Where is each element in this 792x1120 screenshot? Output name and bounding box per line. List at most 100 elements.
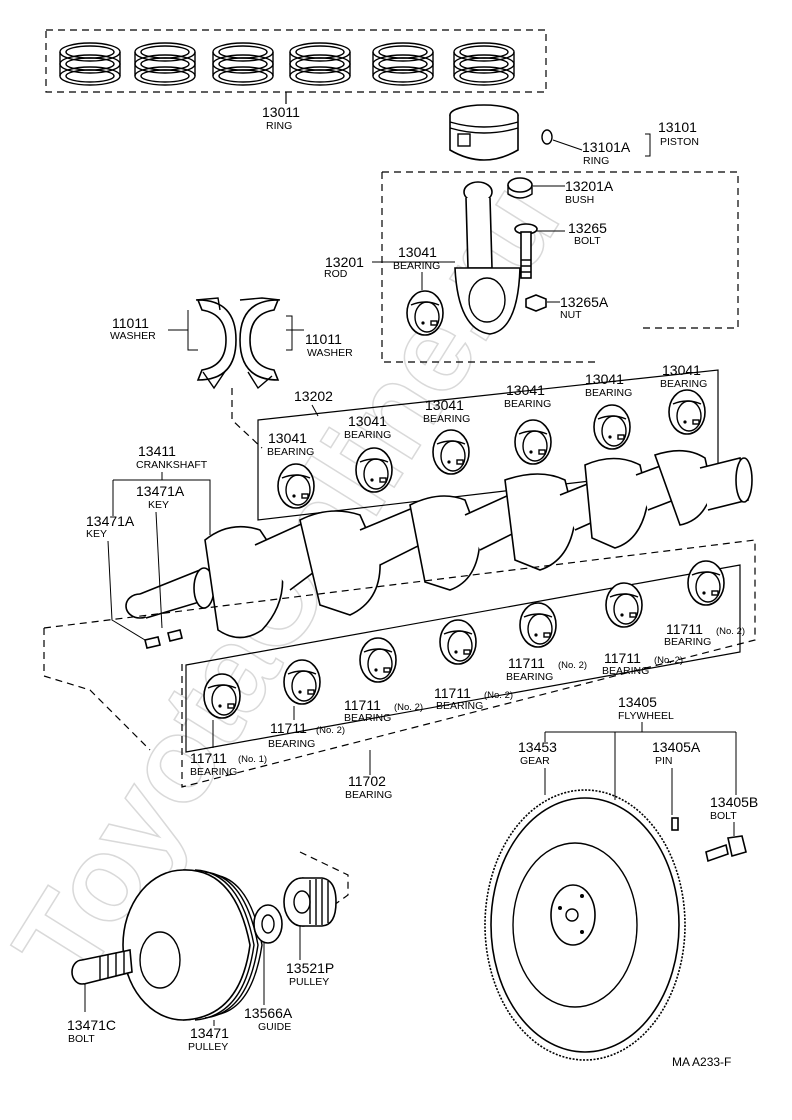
rod-bearing-4 (514, 419, 552, 465)
rod-bearing-2 (355, 447, 393, 493)
label-rod-bearing-4-part: 13041 (506, 382, 545, 398)
label-main-bearing-c-part: 11711 (434, 685, 471, 701)
rod-group-frame (381, 171, 739, 363)
label-washer-right-name: WASHER (307, 347, 353, 359)
bush (507, 177, 533, 199)
label-washer-left-part: 11011 (112, 315, 149, 331)
main-bearing-frame-dashed (43, 539, 756, 788)
label-flywheel-name: FLYWHEEL (618, 710, 674, 722)
label-main-bearing-d-name: BEARING (506, 671, 553, 683)
label-bush-name: BUSH (565, 194, 594, 206)
main-bearing-6 (605, 582, 643, 628)
label-pin-name: PIN (655, 755, 673, 767)
label-rod-bearing-1-name: BEARING (267, 446, 314, 458)
label-main-bearing-d-part: 11711 (508, 655, 545, 671)
ring-set-frame (45, 29, 547, 93)
label-main-bearing-f-part: 11711 (666, 621, 703, 637)
label-main-bearing-e-suffix: (No. 2) (654, 655, 683, 666)
label-rod-nut-part: 13265A (560, 294, 609, 310)
rod-nut (525, 294, 547, 312)
label-rod-bearing-1-part: 13041 (268, 430, 307, 446)
label-rod-bearing-upper-name: BEARING (393, 260, 440, 272)
label-main-bearing-a-name: BEARING (268, 738, 315, 750)
main-bearing-4 (439, 619, 477, 665)
label-rod-name: ROD (324, 268, 348, 280)
label-key-lower-name: KEY (86, 528, 107, 540)
label-main-bearing-no1-part: 11711 (190, 750, 227, 766)
label-main-bearing-set-part: 11702 (348, 773, 386, 789)
label-main-bearing-e-name: BEARING (602, 665, 649, 677)
label-rod-bearing-4-name: BEARING (504, 398, 551, 410)
flywheel-bolt (705, 835, 747, 863)
main-bearing-5 (519, 602, 557, 648)
label-ring-set-part: 13011 (262, 104, 300, 120)
label-key-lower-part: 13471A (86, 513, 135, 529)
connecting-rod (454, 181, 521, 335)
rod-bearing-5 (593, 404, 631, 450)
main-bearing-1 (203, 673, 241, 719)
drawing-code: MA A233-F (672, 1055, 731, 1069)
label-main-bearing-no1-suffix: (No. 1) (238, 754, 267, 765)
label-main-bearing-d-suffix: (No. 2) (558, 660, 587, 671)
ring-stack-5 (372, 42, 434, 86)
ring-stack-2 (134, 42, 196, 86)
crankshaft (125, 449, 753, 639)
piston (449, 104, 519, 161)
label-flywheel-bolt-part: 13405B (710, 794, 758, 810)
ring-stack-6 (453, 42, 515, 86)
ring-stack-3 (212, 42, 274, 86)
label-main-bearing-c-suffix: (No. 2) (484, 690, 513, 701)
label-rod-bearing-2-part: 13041 (348, 413, 387, 429)
label-rod-bearing-upper-part: 13041 (398, 244, 437, 260)
label-piston-name: PISTON (660, 136, 699, 148)
label-pulley-bolt-name: BOLT (68, 1033, 95, 1045)
flywheel-pin (671, 817, 679, 831)
label-timing-pulley-part: 13521P (286, 960, 334, 976)
label-rod-bearing-set-part: 13202 (294, 388, 333, 404)
pulley-bolt (71, 949, 133, 985)
label-washer-right-part: 11011 (305, 331, 342, 347)
label-main-bearing-a-suffix: (No. 2) (316, 725, 345, 736)
rod-bolt (514, 223, 538, 279)
ring-stack-4 (289, 42, 351, 86)
rod-bearing-6 (668, 389, 706, 435)
label-main-bearing-e-part: 11711 (604, 650, 641, 666)
label-main-bearing-f-name: BEARING (664, 636, 711, 648)
label-guide-part: 13566A (244, 1005, 293, 1021)
label-crankshaft-part: 13411 (138, 443, 176, 459)
label-key-upper-name: KEY (148, 499, 169, 511)
label-main-bearing-a-part: 11711 (270, 720, 307, 736)
piston-pin-ring (541, 129, 553, 145)
label-washer-left-name: WASHER (110, 330, 156, 342)
thrust-washer-right (239, 297, 281, 390)
label-rod-bearing-5-part: 13041 (585, 371, 624, 387)
label-piston-ring-part: 13101A (582, 139, 631, 155)
label-main-bearing-c-name: BEARING (436, 700, 483, 712)
label-crankshaft-name: CRANKSHAFT (136, 459, 208, 471)
label-crank-pulley-part: 13471 (190, 1025, 229, 1041)
label-rod-bearing-6-part: 13041 (662, 362, 701, 378)
ring-stack-1 (59, 42, 121, 86)
rod-bearing-3 (432, 429, 470, 475)
label-gear-part: 13453 (518, 739, 557, 755)
thrust-washer-left (195, 297, 237, 390)
label-guide-name: GUIDE (258, 1021, 291, 1033)
label-timing-pulley-name: PULLEY (289, 976, 329, 988)
label-rod-bearing-2-name: BEARING (344, 429, 391, 441)
label-main-bearing-no1-name: BEARING (190, 766, 237, 778)
label-rod-nut-name: NUT (560, 309, 582, 321)
crank-key-2 (167, 629, 183, 642)
label-piston-part: 13101 (658, 119, 697, 135)
label-rod-bearing-3-name: BEARING (423, 413, 470, 425)
label-main-bearing-b-name: BEARING (344, 712, 391, 724)
crank-key-1 (144, 636, 161, 649)
label-rod-bearing-5-name: BEARING (585, 387, 632, 399)
label-main-bearing-set-name: BEARING (345, 789, 392, 801)
crank-pulley (122, 869, 263, 1021)
label-main-bearing-b-suffix: (No. 2) (394, 702, 423, 713)
flywheel (484, 789, 686, 1061)
label-crank-pulley-name: PULLEY (188, 1041, 228, 1053)
label-rod-part: 13201 (325, 254, 364, 270)
label-gear-name: GEAR (520, 755, 550, 767)
